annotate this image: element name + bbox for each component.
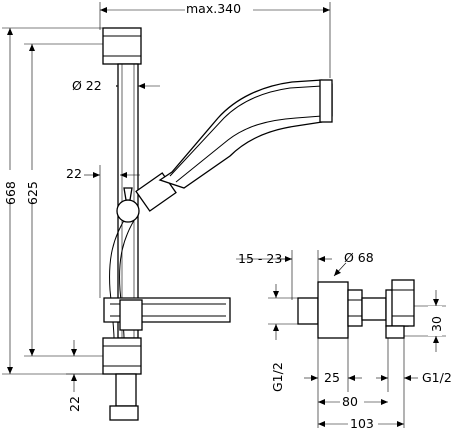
dim-rail-offset: 22 <box>66 166 82 181</box>
shower-rail-set <box>102 27 333 421</box>
top-wall-bracket <box>102 27 142 65</box>
thermostat-valve <box>297 279 415 339</box>
dim-rail-diameter: Ø 22 <box>72 78 102 93</box>
dim-bottom-offset: 22 <box>67 396 82 412</box>
dim-thread-range: 15 - 23 <box>238 251 282 266</box>
shower-hose <box>109 213 129 339</box>
valve-knob <box>391 279 415 327</box>
dimension-layer: max.340 Ø 22 22 668 625 22 <box>2 1 452 431</box>
dim-inlet-left: G1/2 <box>270 362 285 392</box>
dim-depth-25: 25 <box>324 370 340 385</box>
dim-height-total: 668 <box>3 181 18 205</box>
valve-body <box>317 281 349 339</box>
bottom-wall-bracket <box>102 337 142 375</box>
dim-width-103: 103 <box>350 416 374 431</box>
dim-max-width: max.340 <box>186 1 241 16</box>
valve-outlet <box>385 325 405 339</box>
dim-valve-height: 30 <box>429 316 444 332</box>
hand-shower <box>158 79 333 189</box>
dim-height-holes: 625 <box>25 181 40 205</box>
dim-inlet-right: G1/2 <box>422 370 452 385</box>
dim-width-80: 80 <box>342 394 358 409</box>
dim-valve-diameter: Ø 68 <box>344 250 374 265</box>
hose-connector <box>109 405 139 421</box>
slider-knob <box>116 199 140 223</box>
